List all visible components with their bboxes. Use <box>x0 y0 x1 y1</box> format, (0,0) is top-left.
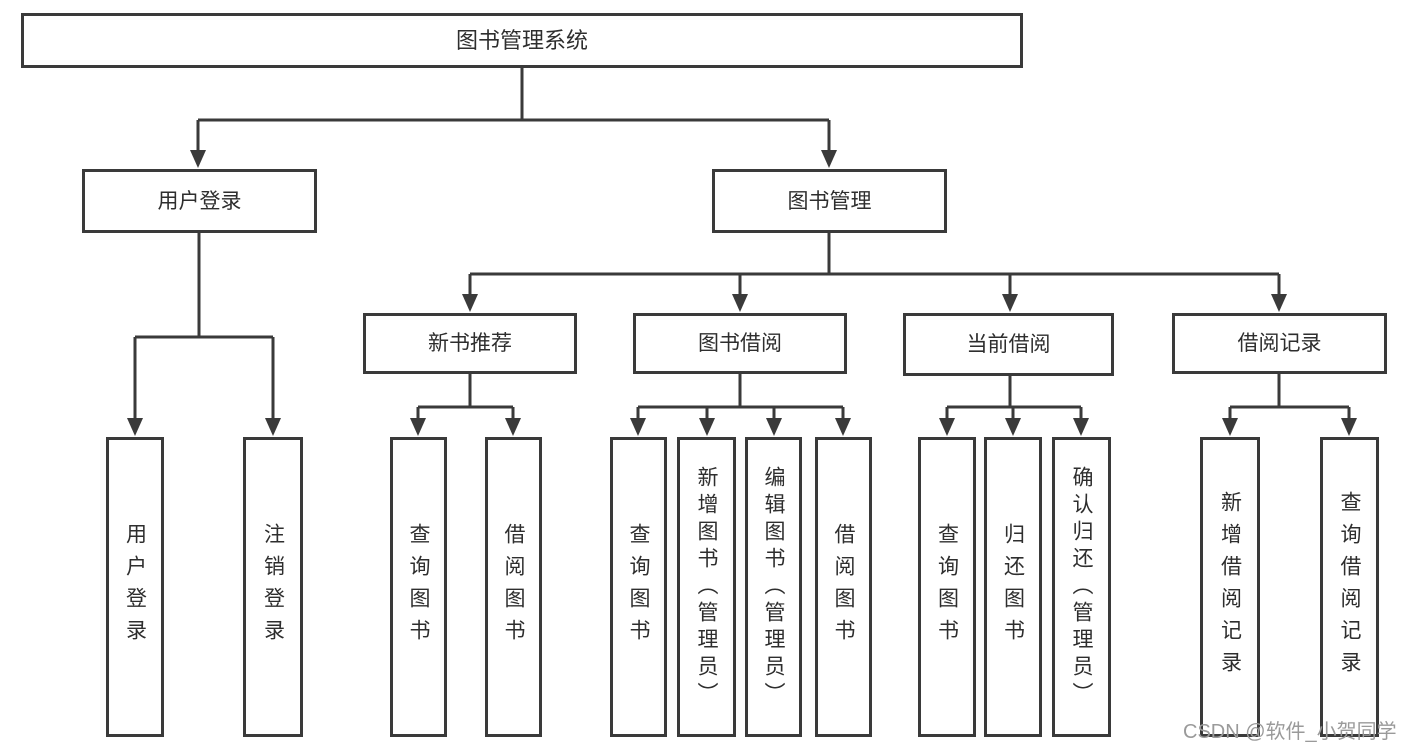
leaf-edit-books-admin: 编辑图书（管理员） <box>745 437 802 737</box>
leaf-return-books: 归还图书 <box>984 437 1042 737</box>
leaf-query-borrow-record: 查询借阅记录 <box>1320 437 1379 737</box>
node-book-management: 图书管理 <box>712 169 947 233</box>
node-current-borrow: 当前借阅 <box>903 313 1114 376</box>
leaf-query-books-recommend: 查询图书 <box>390 437 447 737</box>
csdn-watermark: CSDN @软件_小贺同学 <box>1183 721 1397 743</box>
leaf-confirm-return-admin: 确认归还（管理员） <box>1052 437 1111 737</box>
node-root: 图书管理系统 <box>21 13 1023 68</box>
leaf-borrow-books: 借阅图书 <box>815 437 872 737</box>
node-book-borrow: 图书借阅 <box>633 313 847 374</box>
node-user-login: 用户登录 <box>82 169 317 233</box>
node-borrow-record: 借阅记录 <box>1172 313 1387 374</box>
node-new-book-recommend: 新书推荐 <box>363 313 577 374</box>
leaf-borrow-books-recommend: 借阅图书 <box>485 437 542 737</box>
leaf-add-books-admin: 新增图书（管理员） <box>677 437 736 737</box>
leaf-query-books-borrow: 查询图书 <box>610 437 667 737</box>
leaf-user-login: 用户登录 <box>106 437 164 737</box>
leaf-logout: 注销登录 <box>243 437 303 737</box>
leaf-add-borrow-record: 新增借阅记录 <box>1200 437 1260 737</box>
leaf-query-books-current: 查询图书 <box>918 437 976 737</box>
arrowheads <box>127 150 1357 436</box>
